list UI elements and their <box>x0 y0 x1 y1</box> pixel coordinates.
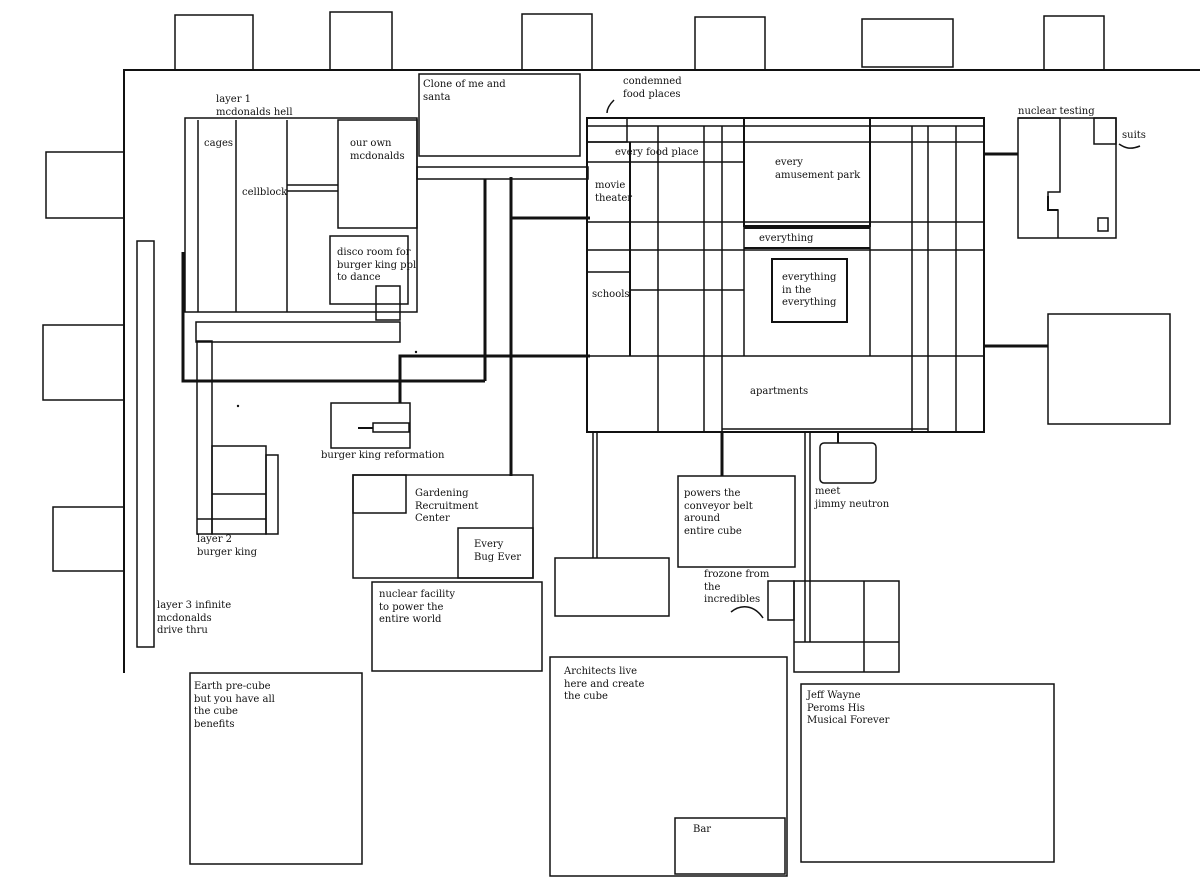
label-nuclear-testing: nuclear testing <box>1018 106 1095 117</box>
label-architects: Architects live here and create the cube <box>564 666 645 702</box>
jimmy-neutron-room <box>819 442 877 484</box>
architects-room <box>549 656 788 877</box>
nuclear-testing-area <box>1017 117 1117 239</box>
label-apartments: apartments <box>750 386 809 397</box>
blank-room <box>554 557 670 617</box>
label-condemned: condemned food places <box>623 76 682 100</box>
left-box-2 <box>42 324 125 401</box>
left-box-3 <box>52 506 125 572</box>
label-gardening: Gardening Recruitment Center <box>415 488 479 524</box>
label-suits: suits <box>1122 130 1146 141</box>
bug-room <box>457 527 534 579</box>
label-disco: disco room for burger king ppl to dance <box>337 247 417 283</box>
label-bug: Every Bug Ever <box>474 539 522 563</box>
earth-pre-cube <box>189 672 363 865</box>
condemned-food-box <box>586 117 628 143</box>
suits-room <box>1093 117 1117 145</box>
top-box-3 <box>521 13 593 71</box>
top-box-1 <box>174 14 254 71</box>
label-food-place: every food place <box>615 147 699 158</box>
label-layer2: layer 2 burger king <box>197 534 257 558</box>
bk-reformation-room <box>330 402 411 449</box>
clone-room <box>418 73 581 157</box>
layer2-burger-king <box>211 445 267 535</box>
top-box-6 <box>1043 15 1105 71</box>
label-layer1: layer 1 mcdonalds hell <box>216 94 293 118</box>
top-box-2 <box>329 11 393 71</box>
layer3-drive-thru <box>136 240 155 648</box>
label-own-mcdonalds: our own mcdonalds <box>350 138 405 162</box>
label-bar: Bar <box>693 824 712 835</box>
label-everything: everything <box>759 233 814 244</box>
cube-outer-wall <box>123 69 1200 673</box>
label-jimmy: meet jimmy neutron <box>815 486 890 510</box>
label-clone: Clone of me and santa <box>423 79 506 103</box>
top-box-4 <box>694 16 766 71</box>
conveyor-power-room <box>677 475 796 568</box>
jeff-wayne-room <box>800 683 1055 863</box>
label-amusement: every amusement park <box>775 157 861 181</box>
label-powers: powers the conveyor belt around entire c… <box>684 488 753 537</box>
gardening-center <box>352 474 534 579</box>
nuclear-facility <box>371 581 543 672</box>
label-bk-reformation: burger king reformation <box>321 450 445 461</box>
label-jeff: Jeff Wayne Peroms His Musical Forever <box>807 690 890 726</box>
left-box-1 <box>45 151 125 219</box>
layer2-shaft <box>196 340 213 535</box>
thick-corridor <box>181 252 485 383</box>
label-frozone: frozone from the incredibles <box>704 569 770 605</box>
everything-in-everything-room <box>771 258 848 323</box>
label-layer3: layer 3 infinite mcdonalds drive thru <box>157 600 232 636</box>
label-movie: movie theater <box>595 180 633 204</box>
label-earth: Earth pre-cube but you have all the cube… <box>194 681 275 730</box>
label-everything-in: everything in the everything <box>782 272 837 308</box>
label-cages: cages <box>204 138 234 149</box>
right-box <box>1047 313 1171 425</box>
label-nuclear-facility: nuclear facility to power the entire wor… <box>379 589 456 625</box>
corridor-strip <box>195 321 401 343</box>
label-schools: schools <box>592 289 630 300</box>
bar-room <box>674 817 786 875</box>
top-box-5 <box>861 18 954 68</box>
frozone-room <box>793 580 900 673</box>
own-mcdonalds-room <box>337 119 418 229</box>
disco-room <box>329 235 409 305</box>
label-cellblock: cellblock <box>242 187 288 198</box>
